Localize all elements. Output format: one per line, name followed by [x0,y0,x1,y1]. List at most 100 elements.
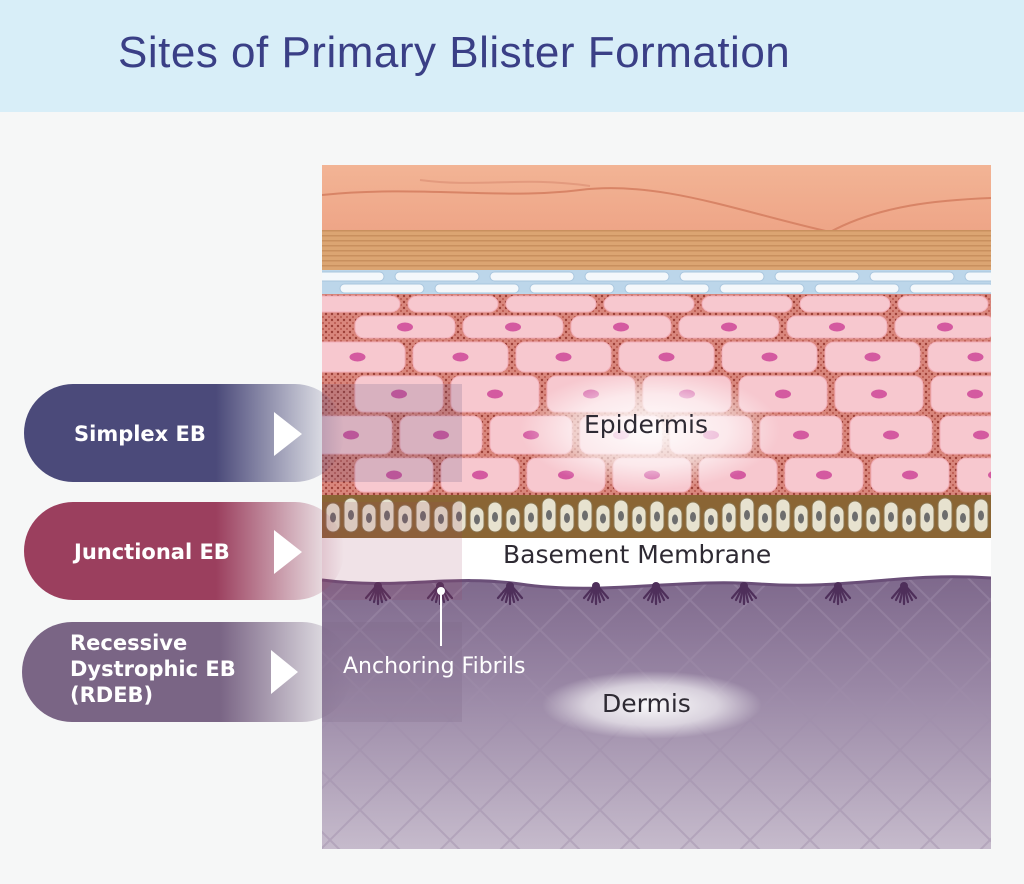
keratinocyte-cell [956,457,991,493]
cell-nucleus [452,352,469,362]
basal-nucleus [510,515,516,525]
keratinocyte-cell [927,341,991,373]
flat-cell [869,271,955,282]
arrow-right-icon [274,530,302,574]
page-title: Sites of Primary Blister Formation [118,28,791,77]
rdeb-label: Recessive Dystrophic EB (RDEB) [70,631,236,707]
fibril-root [652,582,660,590]
simplex-eb-band [24,384,462,482]
fibril-root [740,582,748,590]
cell-nucleus [829,322,845,332]
arrow-right-icon [274,412,302,456]
keratinocyte-cell [603,295,695,313]
basal-nucleus [780,510,786,521]
cell-nucleus [793,430,809,440]
cell-nucleus [937,322,953,332]
keratinocyte-cell [939,415,991,455]
anchoring-fibrils [364,582,918,606]
cell-nucleus [343,430,359,440]
flat-cell [624,283,710,294]
basal-nucleus [564,513,570,523]
cell-nucleus [658,352,675,362]
basal-nucleus [996,514,1002,524]
cell-nucleus [816,470,832,480]
fibril-root [900,582,908,590]
basement-membrane-label: Basement Membrane [503,540,772,569]
basal-nucleus [654,511,660,522]
fibril-root [834,582,842,590]
skin-surface [322,165,991,235]
basal-nucleus [744,510,750,520]
cell-nucleus [902,470,918,480]
flat-cell [584,271,670,282]
flat-cell [814,283,900,294]
cell-nucleus [349,352,366,362]
flat-cell [964,271,991,282]
fibril-root [506,582,514,590]
basal-nucleus [798,513,804,524]
basal-nucleus [474,514,480,525]
cell-nucleus [433,430,449,440]
keratinocyte-cell [407,295,499,313]
basal-nucleus [600,513,606,524]
keratinocyte-cell [505,295,597,313]
keratinocyte-cell [996,296,1024,312]
cell-nucleus [864,352,881,362]
cell-nucleus [613,322,629,332]
basal-nucleus [888,512,894,522]
keratinocytes [322,295,1024,493]
simplex-eb-label: Simplex EB [74,422,206,446]
basal-nucleus [924,512,930,523]
junctional-eb-label: Junctional EB [74,540,230,564]
basal-nucleus [438,514,444,524]
cell-nucleus [967,352,984,362]
basal-nucleus [384,510,390,521]
cell-nucleus [397,322,413,332]
cell-nucleus [775,389,791,399]
cell-nucleus [973,430,989,440]
basal-nucleus [690,512,696,522]
basal-nucleus [492,512,498,522]
flat-cell [489,271,575,282]
basal-nucleus [402,513,408,524]
flat-cell [679,271,765,282]
cell-nucleus [386,470,402,480]
basal-nucleus [708,515,714,525]
cell-nucleus [871,389,887,399]
basal-nucleus [528,512,534,523]
keratinocyte-cell [799,295,891,313]
cell-nucleus [883,430,899,440]
flat-cell [339,283,425,294]
junctional-eb-band [24,502,462,600]
basal-nucleus [978,510,984,521]
basal-nucleus [348,510,354,520]
basal-nucleus [420,511,426,521]
cell-nucleus [555,352,572,362]
flat-cell [774,271,860,282]
anchoring-fibrils-label: Anchoring Fibrils [343,654,526,679]
cell-nucleus [505,322,521,332]
basal-nucleus [960,513,966,523]
keratinocyte-cell [322,295,401,313]
flat-cell [529,283,615,294]
basal-nucleus [942,510,948,520]
rdeb-band [22,622,462,722]
basal-cell [992,505,1006,532]
arrow-right-icon [271,650,298,694]
basal-nucleus [762,513,768,523]
basal-nucleus [906,515,912,525]
cell-nucleus [472,470,488,480]
basal-nucleus [456,511,462,522]
fibril-root [592,582,600,590]
flat-cell [394,271,480,282]
basal-nucleus [852,511,858,522]
title-banner: Sites of Primary Blister Formation [0,0,1024,112]
keratinocyte-cell [701,295,793,313]
basal-nucleus [366,513,372,523]
granular-layer [322,270,991,294]
cell-nucleus [721,322,737,332]
epidermis-label: Epidermis [584,410,709,439]
cell-nucleus [487,389,503,399]
flat-cell [909,283,991,294]
